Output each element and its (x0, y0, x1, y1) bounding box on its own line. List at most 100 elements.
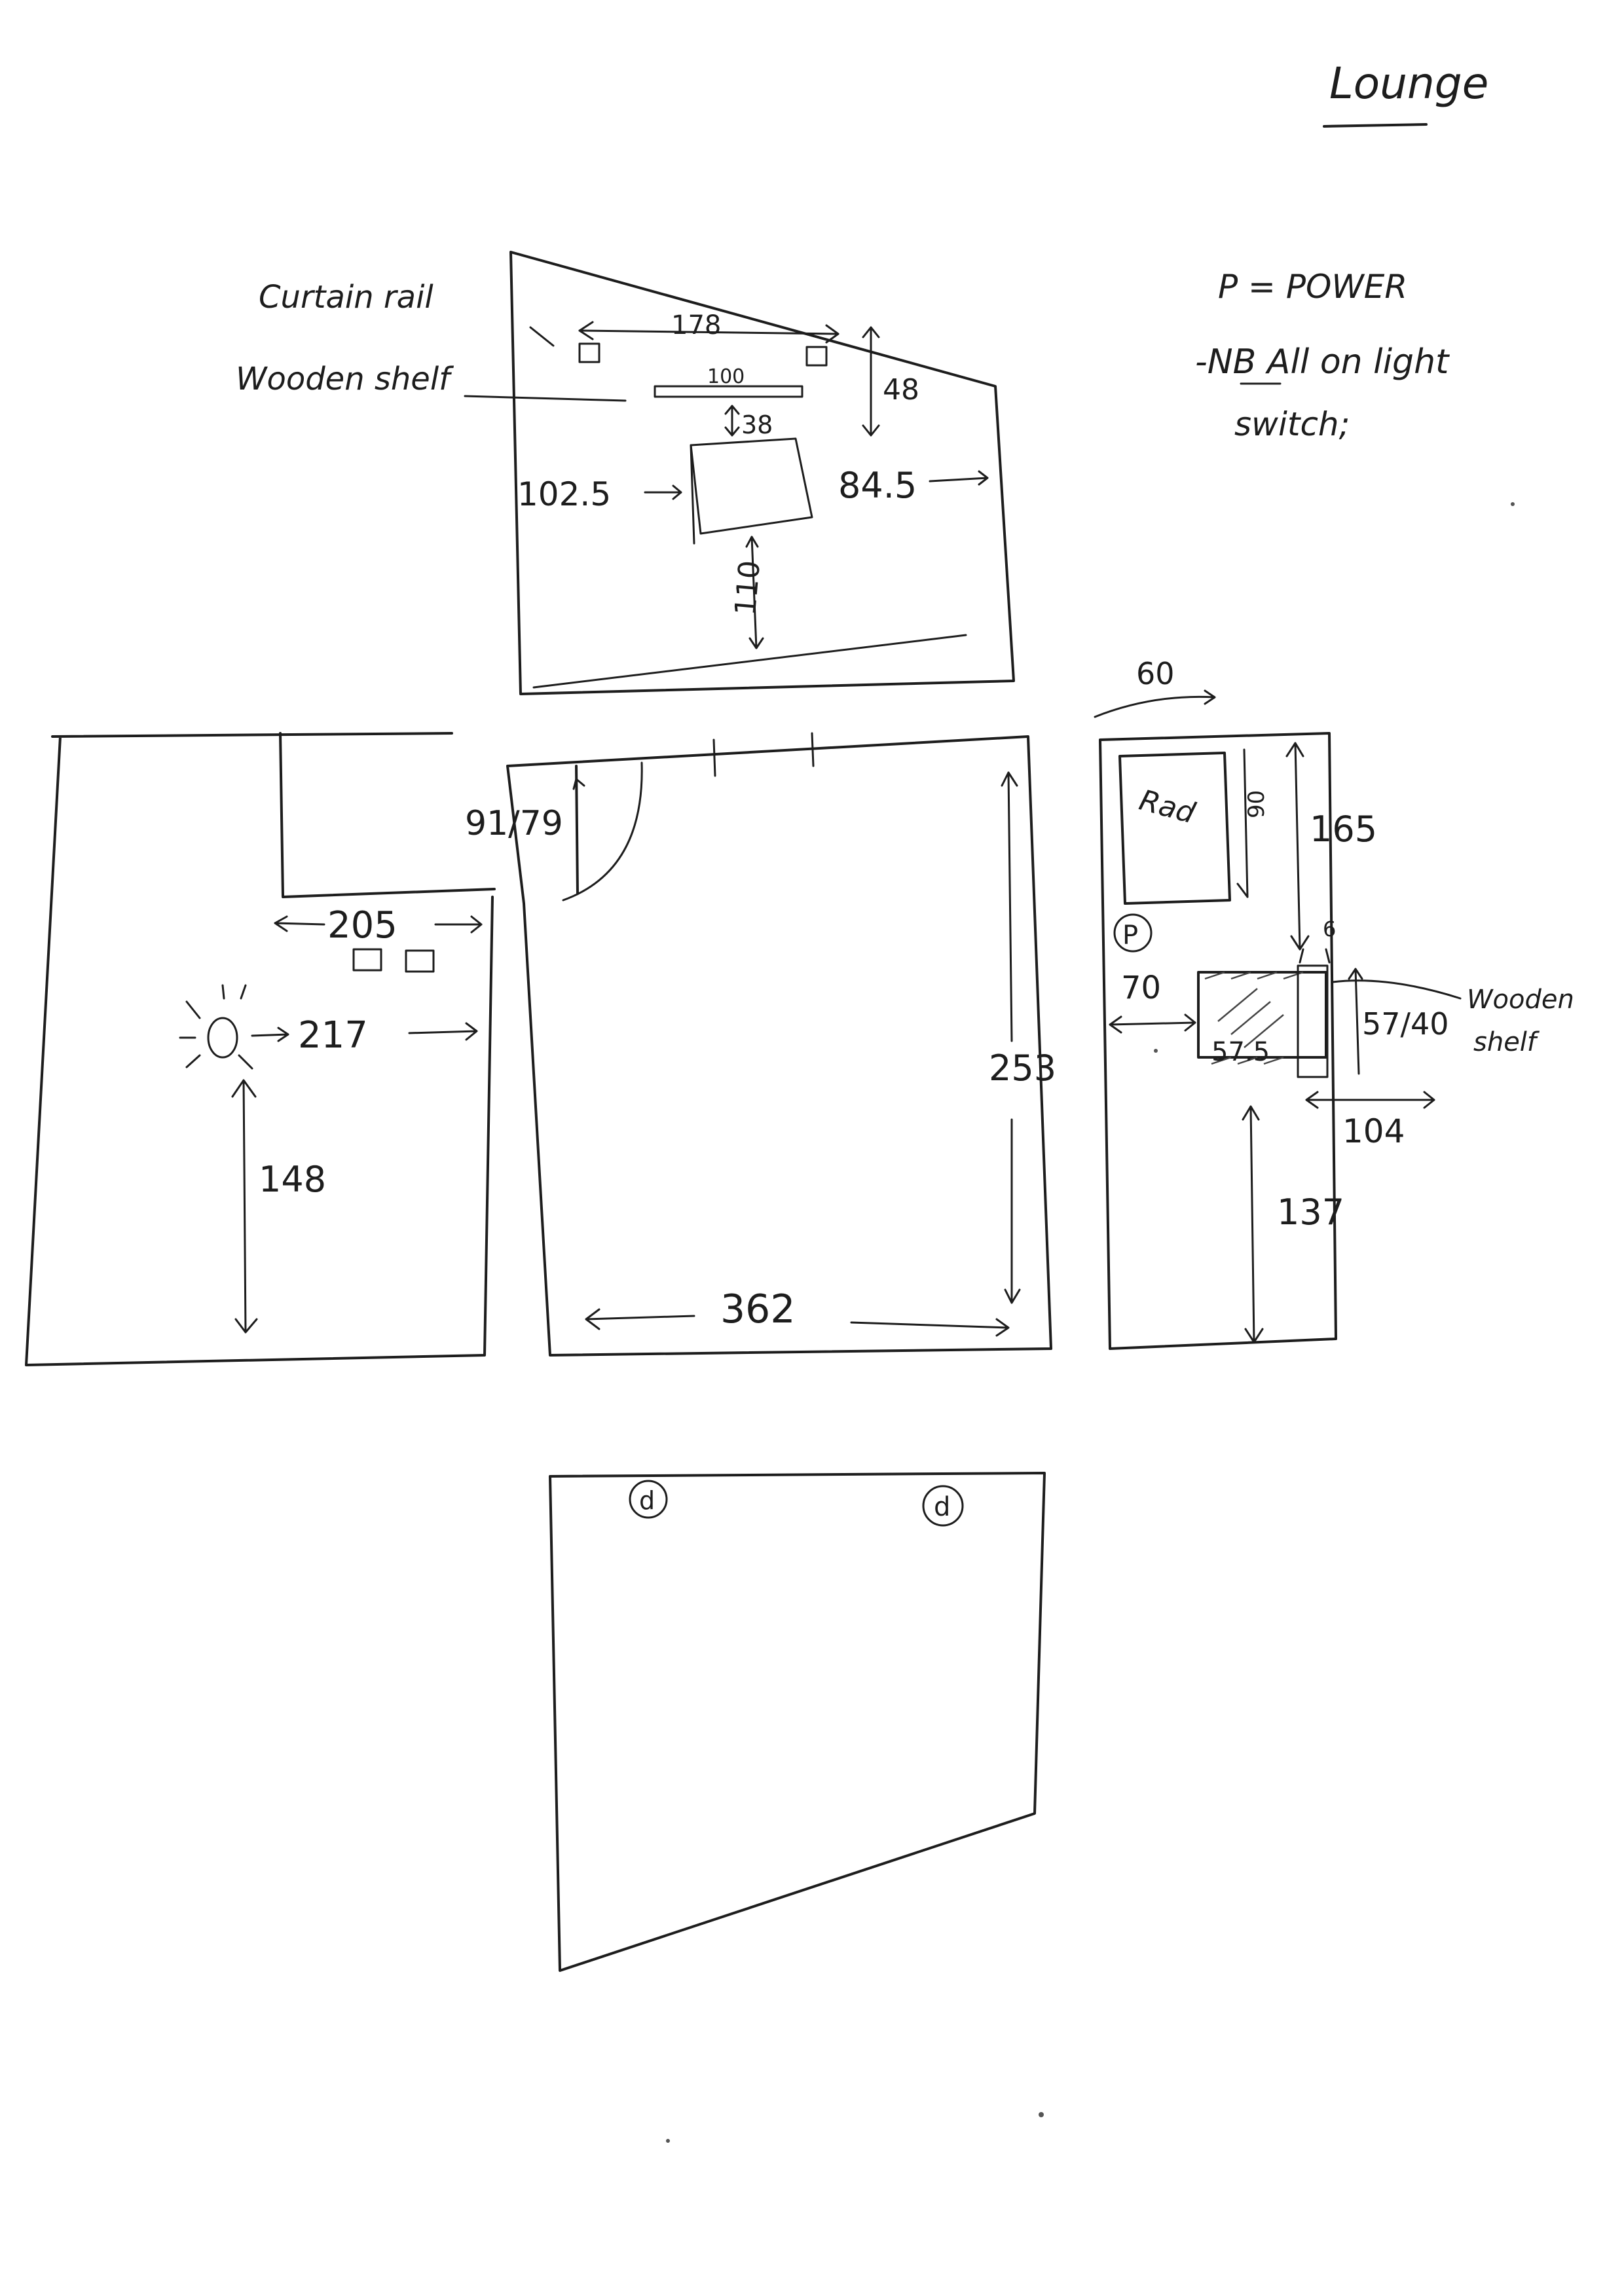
power-symbol-circle (1113, 913, 1153, 953)
radiator (1118, 752, 1231, 905)
right-wall-sketch: 60 Rad 90 165 P 57.5 6 70 57/40 Wooden (1094, 656, 1574, 1350)
legend-note-line2: switch; (1234, 405, 1350, 443)
floor-outline (506, 735, 1052, 1357)
legend-power: P = POWER (1218, 268, 1407, 306)
dim-104: 104 (1342, 1112, 1405, 1150)
fireplace-surround (1197, 971, 1327, 1059)
title: Lounge (1329, 58, 1488, 109)
curtain-bracket-left (578, 342, 600, 363)
dim-137-arrow (1242, 1105, 1264, 1343)
title-group: Lounge (1323, 58, 1488, 128)
dim-width: 205 (327, 904, 397, 947)
left-wall-sketch: 205 217 148 (25, 732, 496, 1366)
speck (1511, 502, 1515, 506)
dim-top-arrow (1094, 689, 1216, 718)
wall-frame (690, 437, 813, 535)
shelf-label-line1: Wooden (1467, 985, 1574, 1015)
shelf-leader (1331, 979, 1462, 1000)
downlight-1: d (639, 1486, 655, 1515)
top-wall-sketch: Curtain rail 178 Wooden shelf 100 38 48 … (236, 251, 1015, 695)
socket-1 (352, 948, 382, 972)
dim-137: 137 (1277, 1192, 1344, 1233)
sun-icon (179, 984, 253, 1070)
speck (1039, 2112, 1044, 2117)
dim-light-arrow-right (408, 1022, 478, 1041)
door-leaf (575, 765, 579, 895)
dim-6: 6 (1323, 917, 1336, 941)
right-wall-outline (1099, 732, 1337, 1350)
dim-width-arrow-left (585, 1308, 695, 1330)
shelf-label-line2: shelf (1473, 1027, 1540, 1057)
power-symbol: P (1122, 920, 1138, 951)
left-wall-outline (25, 732, 494, 1366)
wooden-shelf-leader (464, 395, 627, 402)
wooden-shelf (654, 385, 803, 398)
dim-height: 253 (989, 1048, 1056, 1089)
dim-shelf: 100 (707, 365, 745, 388)
radiator-label: Rad (1135, 784, 1199, 831)
dim-5740: 57/40 (1362, 1006, 1449, 1042)
wall-frame-edge (690, 444, 695, 545)
ceiling-outline (549, 1472, 1046, 1972)
title-underline (1323, 123, 1428, 128)
dim-left: 102.5 (517, 475, 611, 513)
top-wall-base-line (532, 634, 967, 689)
door-dim: 91/79 (465, 804, 563, 843)
light-fitting (207, 1017, 238, 1059)
dim-height-arrow (862, 326, 880, 437)
dim-light: 217 (298, 1014, 368, 1057)
floor-window-marks (712, 732, 815, 777)
curtain-rail-label: Curtain rail (259, 279, 434, 316)
fireplace-hatching (1204, 971, 1304, 1065)
dim-right: 84.5 (838, 465, 917, 506)
socket-2 (405, 949, 435, 973)
radiator-dim: 90 (1244, 790, 1270, 818)
curtain-bracket-right (805, 346, 828, 367)
dim-rail: 178 (671, 310, 721, 340)
dim-width-arrow-left (274, 915, 325, 932)
dim-70-arrow (1109, 1013, 1196, 1034)
curtain-rail-arrow (578, 329, 840, 335)
dim-right-arrow (929, 470, 989, 486)
left-wall-cupboard (279, 732, 496, 898)
dim-104-arrow (1305, 1091, 1435, 1109)
wooden-shelf-label: Wooden shelf (236, 361, 454, 397)
light-rays (179, 984, 253, 1070)
downlight-2: d (934, 1492, 950, 1522)
dim-height-arrow (1001, 771, 1021, 1304)
dim-575: 57.5 (1211, 1037, 1270, 1067)
dim-light-arrow-left (251, 1027, 289, 1042)
dim-left-arrow (644, 484, 682, 500)
door-dim-arrowhead (572, 778, 585, 790)
dim-height: 48 (883, 373, 919, 407)
radiator-dim-arrow (1236, 748, 1249, 898)
curtain-rail-arrowheads (578, 321, 840, 344)
dim-165: 165 (1310, 809, 1377, 850)
door-swing-arc (562, 761, 643, 902)
legend-note-line1: -NB All on light (1195, 342, 1450, 382)
dim-top: 60 (1136, 656, 1175, 691)
dim-width-arrow-right (850, 1318, 1010, 1337)
dim-width-arrow-right (434, 915, 483, 934)
dim-height: 148 (259, 1159, 326, 1200)
curtain-rail-leader (529, 326, 555, 347)
dim-width: 362 (720, 1286, 796, 1332)
dim-165-arrow (1285, 742, 1310, 951)
dim-6-ticks (1299, 948, 1331, 964)
dim-70: 70 (1121, 970, 1161, 1006)
dim-shelf-gap: 38 (741, 410, 773, 439)
dim-shelf-gap-arrow (724, 405, 740, 437)
ceiling-sketch: d d (549, 1472, 1046, 1972)
dim-height-arrow (231, 1079, 258, 1334)
downlight-2-circle (922, 1485, 964, 1527)
fireplace-shelf-block (1297, 964, 1329, 1078)
legend: P = POWER -NB All on light switch; (1195, 268, 1450, 443)
speck (666, 2139, 670, 2143)
top-wall-outline (509, 251, 1015, 695)
dim-below: 110 (729, 559, 767, 617)
speck (1154, 1049, 1158, 1053)
dim-5740-arrow (1348, 968, 1363, 1075)
fireplace: 57.5 (1197, 964, 1329, 1078)
dim-below-arrow (745, 536, 764, 649)
